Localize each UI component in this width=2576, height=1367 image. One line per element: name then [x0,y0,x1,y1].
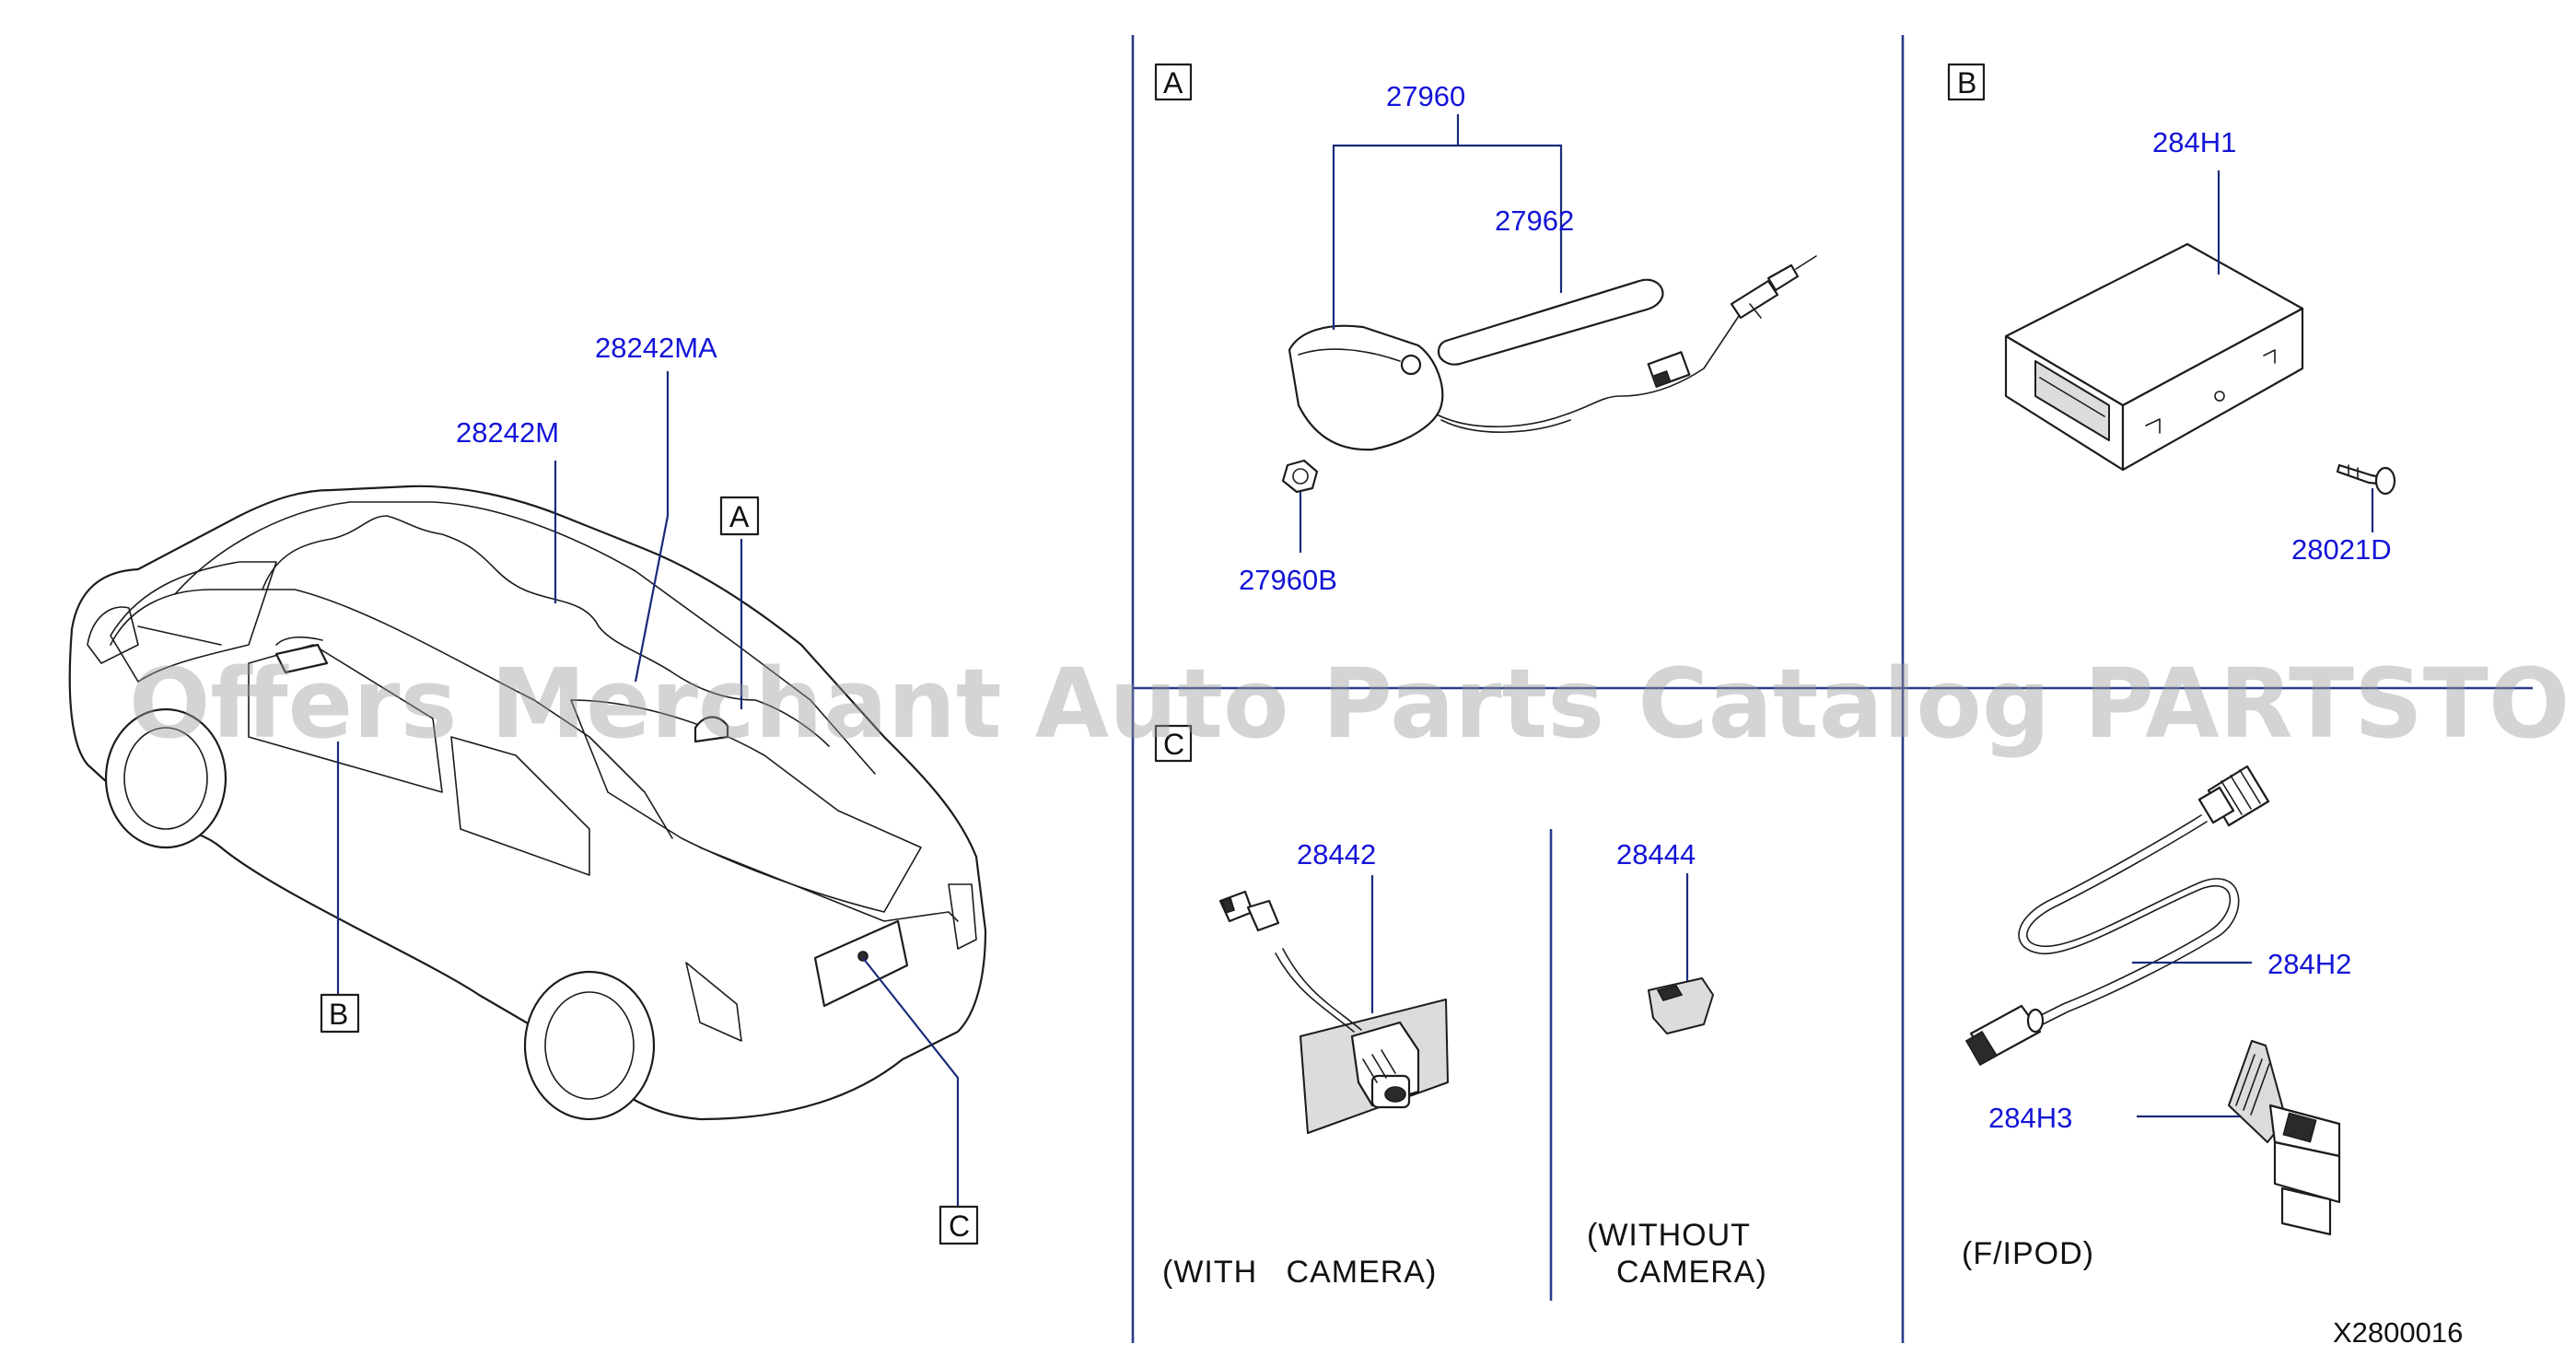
callout-a-letter: A [729,500,750,533]
with-camera-caption: (WITH CAMERA) [1162,1255,1437,1290]
callout-b-letter: B [329,998,348,1031]
callout-b: B [320,993,360,1034]
diagram-id: X2800016 [2333,1316,2463,1349]
connector-label: 284H3 [1988,1102,2072,1134]
antenna-assembly [1288,255,1817,451]
antenna-nut-label: 27960B [1239,564,1337,596]
callout-a: A [719,496,760,536]
screw [2336,463,2396,496]
camera-label: 28442 [1297,838,1376,870]
section-a-box: A [1154,63,1193,101]
callout-c-letter: C [949,1209,970,1243]
ipod-caption: (F/IPOD) [1962,1236,2094,1271]
section-a-leaders [1299,114,1563,553]
harness-upper-label: 28242MA [595,332,717,364]
control-unit [2004,242,2304,472]
callout-c: C [938,1205,979,1245]
cover-label: 28444 [1616,838,1696,870]
cable-label: 284H2 [2267,948,2351,980]
ipod-connector [2228,1040,2341,1236]
section-c-leaders [1370,873,1689,1013]
section-b-letter: B [1957,66,1976,99]
ipod-cable [1964,765,2270,1067]
harness-lower-label: 28242M [456,416,559,449]
section-c-letter: C [1163,728,1184,761]
without-camera-caption-line1: (WITHOUT [1587,1218,1751,1253]
antenna-rod-label: 27962 [1495,204,1574,237]
rear-camera [1218,890,1449,1134]
control-unit-label: 284H1 [2152,126,2236,158]
without-camera-caption-line2: CAMERA) [1616,1255,1767,1290]
overview-leaders [336,371,960,1207]
section-a-letter: A [1163,66,1183,99]
antenna-assembly-label: 27960 [1386,80,1465,112]
antenna-nut [1281,459,1319,494]
screw-label: 28021D [2291,533,2392,566]
panel-dividers [1131,35,2533,1343]
section-c-box: C [1154,724,1193,763]
vehicle-illustration [68,485,987,1121]
section-b-leaders [2217,170,2374,532]
watermark-text: Offers Merchant Auto Parts Catalog PARTS… [129,648,2576,760]
camera-cover [1648,977,1714,1034]
section-b-box: B [1947,63,1986,101]
section-d-leaders [2132,961,2252,1118]
